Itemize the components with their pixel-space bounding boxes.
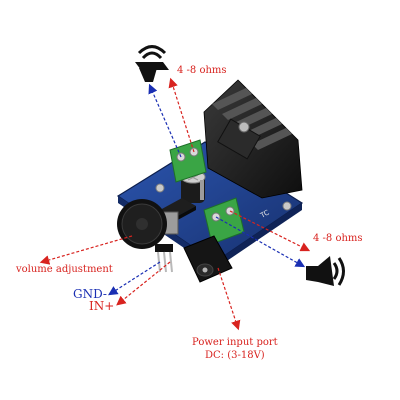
speaker-right-label: 4 -8 ohms (313, 233, 363, 244)
power-label-line2: DC: (3-18V) (204, 350, 265, 361)
input-header (155, 244, 173, 273)
speaker-top-label: 4 -8 ohms (177, 65, 227, 76)
dc-power-jack (183, 235, 233, 283)
heatsink (203, 79, 303, 199)
speaker-icon (135, 45, 169, 82)
in-label: IN+ (89, 299, 115, 313)
annotation-arrows (39, 77, 311, 331)
power-label: Power input port DC: (3-18V) (192, 338, 278, 364)
board-silkscreen: TC (258, 209, 270, 221)
speaker-icon (306, 256, 345, 286)
gnd-label: GND- (73, 287, 107, 301)
power-label-line1: Power input port (192, 337, 278, 348)
volume-label: volume adjustment (16, 264, 113, 275)
